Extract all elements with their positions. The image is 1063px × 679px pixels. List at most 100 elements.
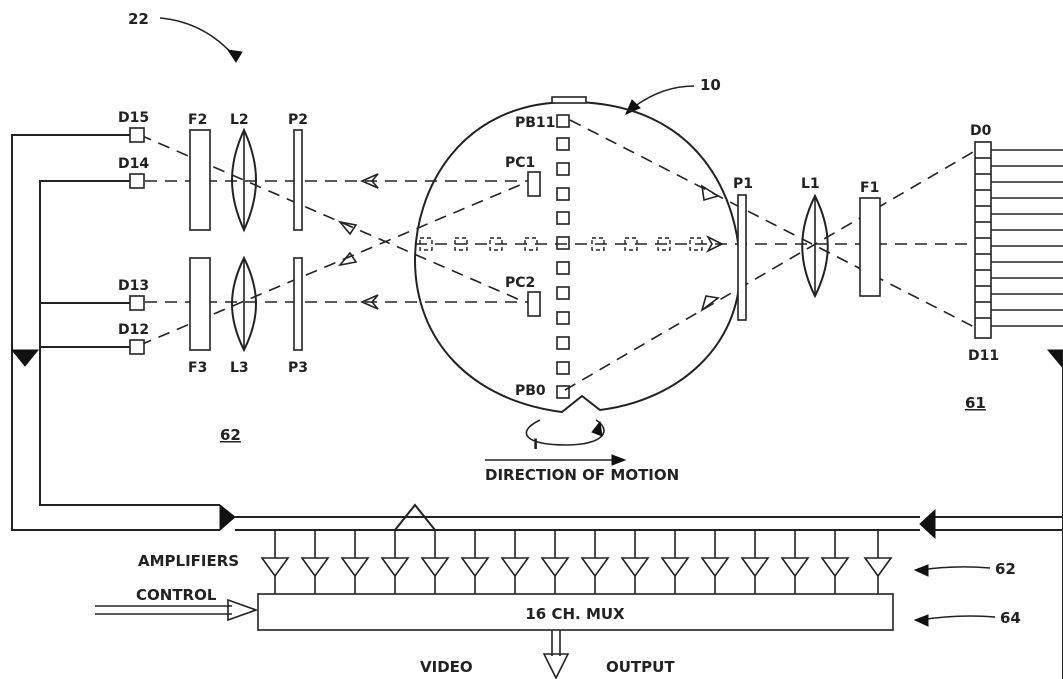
ray-arrow-icon — [360, 173, 379, 189]
amplifier — [820, 530, 850, 594]
polarizer-p3 — [293, 257, 303, 351]
pb11-label: PB11 — [515, 115, 555, 131]
amplifier — [780, 530, 810, 594]
filter-f3 — [189, 257, 211, 351]
video-label: VIDEO — [420, 658, 473, 676]
pb-square — [556, 211, 570, 225]
d13-label: D13 — [118, 278, 149, 294]
l3-label: L3 — [230, 360, 249, 376]
p2-label: P2 — [288, 112, 308, 128]
ray-arrow-icon — [705, 235, 724, 253]
pc2-target — [527, 291, 541, 317]
ray-arrow-icon — [337, 251, 358, 267]
pc2-label: PC2 — [505, 275, 535, 291]
pb-square — [556, 137, 570, 151]
right-bus-junction-icon — [919, 508, 936, 540]
ray-pb0-to-d0 — [564, 147, 981, 391]
pb0-label: PB0 — [515, 383, 546, 399]
pb-square — [556, 114, 570, 128]
amplifier — [620, 530, 650, 594]
l1-label: L1 — [801, 176, 820, 192]
f2-label: F2 — [188, 112, 207, 128]
left-inner-bus — [39, 180, 220, 506]
direction-arrowhead-icon — [611, 454, 627, 466]
amplifier — [380, 530, 410, 594]
amplifier-row-ref: 62 — [995, 560, 1016, 578]
pb-square — [556, 187, 570, 201]
amplifiers-label: AMPLIFIERS — [138, 552, 239, 570]
p3-label: P3 — [288, 360, 308, 376]
detector-d14 — [129, 173, 145, 189]
filter-f1 — [859, 197, 881, 297]
amplifier — [420, 530, 450, 594]
left-assembly-ref: 62 — [220, 426, 241, 444]
detector-array-frame — [974, 141, 992, 339]
control-label: CONTROL — [136, 586, 217, 604]
amplifier — [700, 530, 730, 594]
amplifier-ref-arrow — [919, 566, 991, 571]
rotation-arrowhead-icon — [591, 420, 603, 437]
pb-square — [556, 236, 570, 250]
d11-label: D11 — [968, 348, 999, 364]
d14-label: D14 — [118, 156, 149, 172]
pb-square — [556, 336, 570, 350]
f1-label: F1 — [860, 180, 879, 196]
left-outer-bus — [11, 134, 220, 531]
amplifier — [580, 530, 610, 594]
output-arrow-icon — [542, 653, 570, 679]
pc1-label: PC1 — [505, 155, 535, 171]
amplifier — [660, 530, 690, 594]
figure-ref-arrowhead — [226, 49, 243, 63]
detector-d13 — [129, 295, 145, 311]
direction-label: DIRECTION OF MOTION — [485, 466, 679, 484]
amplifier — [540, 530, 570, 594]
mux-box — [257, 593, 894, 631]
pb-square — [556, 286, 570, 300]
left-bus-junction-icon — [219, 503, 236, 532]
amplifier — [460, 530, 490, 594]
d15-label: D15 — [118, 110, 149, 126]
sphere-ref-10: 10 — [700, 76, 721, 94]
d12-label: D12 — [118, 322, 149, 338]
right-assembly-ref: 61 — [965, 394, 986, 412]
ray-pb11-to-d11 — [569, 119, 981, 331]
sphere-ref-arrow — [629, 85, 695, 111]
rotation-marker: I — [533, 437, 538, 453]
figure-ref-arrow — [159, 17, 237, 59]
mux-ref-arrow — [919, 615, 996, 621]
figure-ref-22: 22 — [128, 10, 149, 28]
pb-square — [556, 361, 570, 375]
detector-d15 — [129, 127, 145, 143]
amplifier-ref-arrowhead — [913, 564, 929, 577]
sphere-top-mark — [551, 96, 587, 104]
mux-ref: 64 — [1000, 609, 1021, 627]
p1-label: P1 — [733, 176, 753, 192]
pb-square — [556, 261, 570, 275]
mux-ref-arrowhead — [913, 614, 929, 627]
ray-arrow-icon — [700, 295, 720, 313]
rotation-arc — [525, 419, 605, 446]
right-bus-marker-icon — [1046, 349, 1063, 369]
l2-label: L2 — [230, 112, 249, 128]
amplifier — [740, 530, 770, 594]
output-label: OUTPUT — [606, 658, 675, 676]
polarizer-p1 — [737, 194, 747, 321]
f3-label: F3 — [188, 360, 207, 376]
left-bus-marker-icon — [10, 349, 40, 367]
detector-d12 — [129, 339, 145, 355]
amplifier — [340, 530, 370, 594]
amplifier — [500, 530, 530, 594]
ray-arrowheads — [337, 173, 724, 313]
bus-peak — [394, 503, 436, 531]
amplifier — [300, 530, 330, 594]
pb-square — [556, 311, 570, 325]
control-arrow-icon — [227, 598, 259, 622]
inspection-point-column — [556, 114, 570, 399]
mux-label: 16 CH. MUX — [525, 605, 625, 623]
pb-square — [556, 162, 570, 176]
detector-array-right — [974, 141, 1063, 339]
rotating-sphere — [413, 100, 742, 414]
pc1-target — [527, 171, 541, 197]
